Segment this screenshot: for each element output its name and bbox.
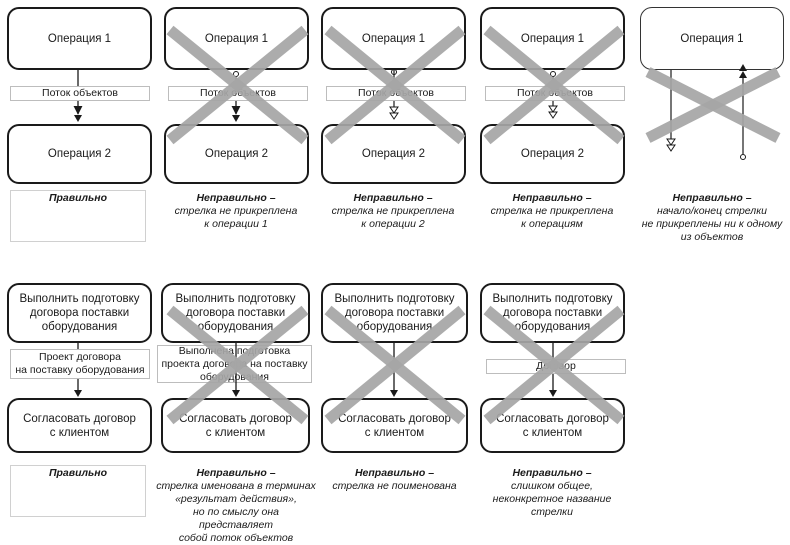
approve-contract-operation: Согласовать договор с клиентом <box>7 398 152 453</box>
operation-1-box: Операция 1 <box>164 7 309 70</box>
object-flow-text: Поток объектов <box>200 87 276 99</box>
cross-mark <box>645 67 781 143</box>
verdict-wrong: Неправильно –начало/конец стрелки не при… <box>641 192 783 243</box>
contract-draft-flow-text: Проект договора на поставку оборудования <box>15 351 145 376</box>
verdict-wrong: Неправильно –стрелка именована в термина… <box>156 467 316 544</box>
verdict-frame <box>10 465 146 517</box>
flow-arrow <box>390 343 398 397</box>
prepare-contract-label: Выполнить подготовку договора поставки о… <box>334 293 455 333</box>
operation-1-box: Операция 1 <box>480 7 625 70</box>
verdict-wrong: Неправильно –стрелка не прикреплена к оп… <box>490 192 614 230</box>
object-flow-label: Поток объектов <box>10 86 150 101</box>
approve-contract-operation: Согласовать договор с клиентом <box>161 398 310 453</box>
verdict-correct: Правильно <box>48 467 108 479</box>
verdict-frame <box>10 190 146 242</box>
object-flow-text: Поток объектов <box>42 87 118 99</box>
object-flow-text: Поток объектов <box>517 87 593 99</box>
dangling-arrow-down <box>666 70 676 152</box>
approve-contract-label: Согласовать договор с клиентом <box>179 412 292 439</box>
object-flow-label: Поток объектов <box>168 86 308 101</box>
action-result-flow-label: Выполнена подготовка проекта договора на… <box>157 345 312 383</box>
operation-2-label: Операция 2 <box>361 148 426 160</box>
prepare-contract-operation: Выполнить подготовку договора поставки о… <box>480 283 625 343</box>
operation-1-box: Операция 1 <box>321 7 466 70</box>
verdict-wrong: Неправильно –стрелка не поименована <box>332 467 457 492</box>
action-result-flow-text: Выполнена подготовка проекта договора на… <box>161 344 308 383</box>
prepare-contract-operation: Выполнить подготовку договора поставки о… <box>321 283 468 343</box>
operation-2-box: Операция 2 <box>164 124 309 184</box>
operation-2-label: Операция 2 <box>520 148 585 160</box>
operation-1-box: Операция 1 <box>640 7 784 70</box>
object-flow-label: Поток объектов <box>326 86 466 101</box>
operation-1-label: Операция 1 <box>204 32 269 45</box>
object-flow-text: Поток объектов <box>358 87 434 99</box>
verdict-wrong: Неправильно –стрелка не прикреплена к оп… <box>174 192 298 230</box>
prepare-contract-label: Выполнить подготовку договора поставки о… <box>19 293 140 333</box>
operation-1-label: Операция 1 <box>680 32 744 45</box>
prepare-contract-operation: Выполнить подготовку договора поставки о… <box>161 283 310 343</box>
contract-flow-label: Договор <box>486 359 626 374</box>
prepare-contract-label: Выполнить подготовку договора поставки о… <box>175 293 296 333</box>
prepare-contract-operation: Выполнить подготовку договора поставки о… <box>7 283 152 343</box>
operation-2-label: Операция 2 <box>204 148 269 160</box>
approve-contract-label: Согласовать договор с клиентом <box>338 412 451 439</box>
approve-contract-operation: Согласовать договор с клиентом <box>480 398 625 453</box>
verdict-wrong: Неправильно –стрелка не прикреплена к оп… <box>331 192 455 230</box>
approve-contract-label: Согласовать договор с клиентом <box>23 412 136 439</box>
operation-1-label: Операция 1 <box>361 32 426 45</box>
verdict-wrong: Неправильно –слишком общее, неконкретное… <box>492 467 612 518</box>
dangling-arrow-up <box>739 64 747 160</box>
operation-1-box: Операция 1 <box>7 7 152 70</box>
approve-contract-label: Согласовать договор с клиентом <box>496 412 609 439</box>
verdict-correct: Правильно <box>48 192 108 204</box>
operation-2-label: Операция 2 <box>47 148 112 160</box>
operation-2-box: Операция 2 <box>7 124 152 184</box>
approve-contract-operation: Согласовать договор с клиентом <box>321 398 468 453</box>
contract-flow-text: Договор <box>536 360 576 372</box>
operation-2-box: Операция 2 <box>321 124 466 184</box>
object-flow-label: Поток объектов <box>485 86 625 101</box>
contract-draft-flow-label: Проект договора на поставку оборудования <box>10 349 150 379</box>
operation-2-box: Операция 2 <box>480 124 625 184</box>
arrows-and-crosses-layer <box>73 25 781 425</box>
prepare-contract-label: Выполнить подготовку договора поставки о… <box>492 293 613 333</box>
operation-1-label: Операция 1 <box>47 32 112 45</box>
operation-1-label: Операция 1 <box>520 32 585 45</box>
